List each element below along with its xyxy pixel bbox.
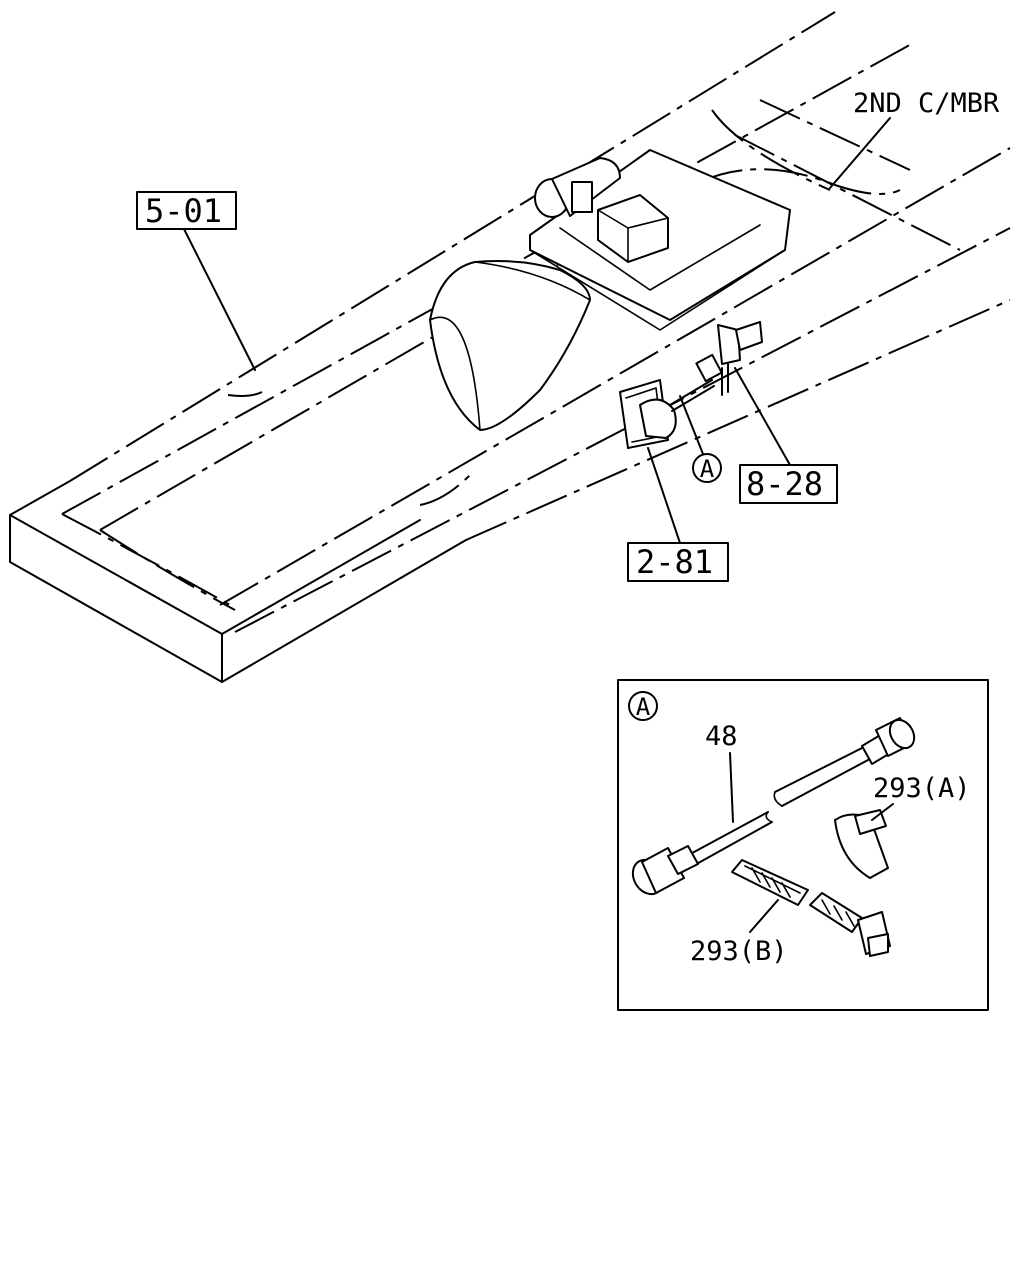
- hose-48: 48: [631, 717, 916, 896]
- tank-assembly: [429, 149, 791, 431]
- label-5-01: 5-01: [145, 192, 222, 230]
- label-2-81: 2-81: [636, 543, 713, 581]
- label-8-28: 8-28: [746, 465, 823, 503]
- brake-chamber-assembly: [619, 321, 763, 449]
- callout-ref-a: A: [679, 395, 722, 483]
- label-2nd-cmbr: 2ND C/MBR: [853, 88, 1000, 119]
- callout-bracket: 8-28: [734, 367, 838, 504]
- clip-293a: 293(A): [834, 773, 971, 879]
- label-293b: 293(B): [690, 936, 788, 967]
- label-48: 48: [705, 721, 738, 752]
- callout-frame: 5-01: [136, 191, 256, 371]
- detail-ref-a: A: [636, 693, 651, 721]
- band-293b: 293(B): [690, 859, 891, 967]
- detail-a-box: A 48 293(A): [617, 679, 989, 1011]
- callout-chamber: 2-81: [627, 447, 729, 582]
- label-ref-a: A: [700, 455, 715, 483]
- callout-member: 2ND C/MBR: [829, 88, 1000, 189]
- label-293a: 293(A): [873, 773, 971, 804]
